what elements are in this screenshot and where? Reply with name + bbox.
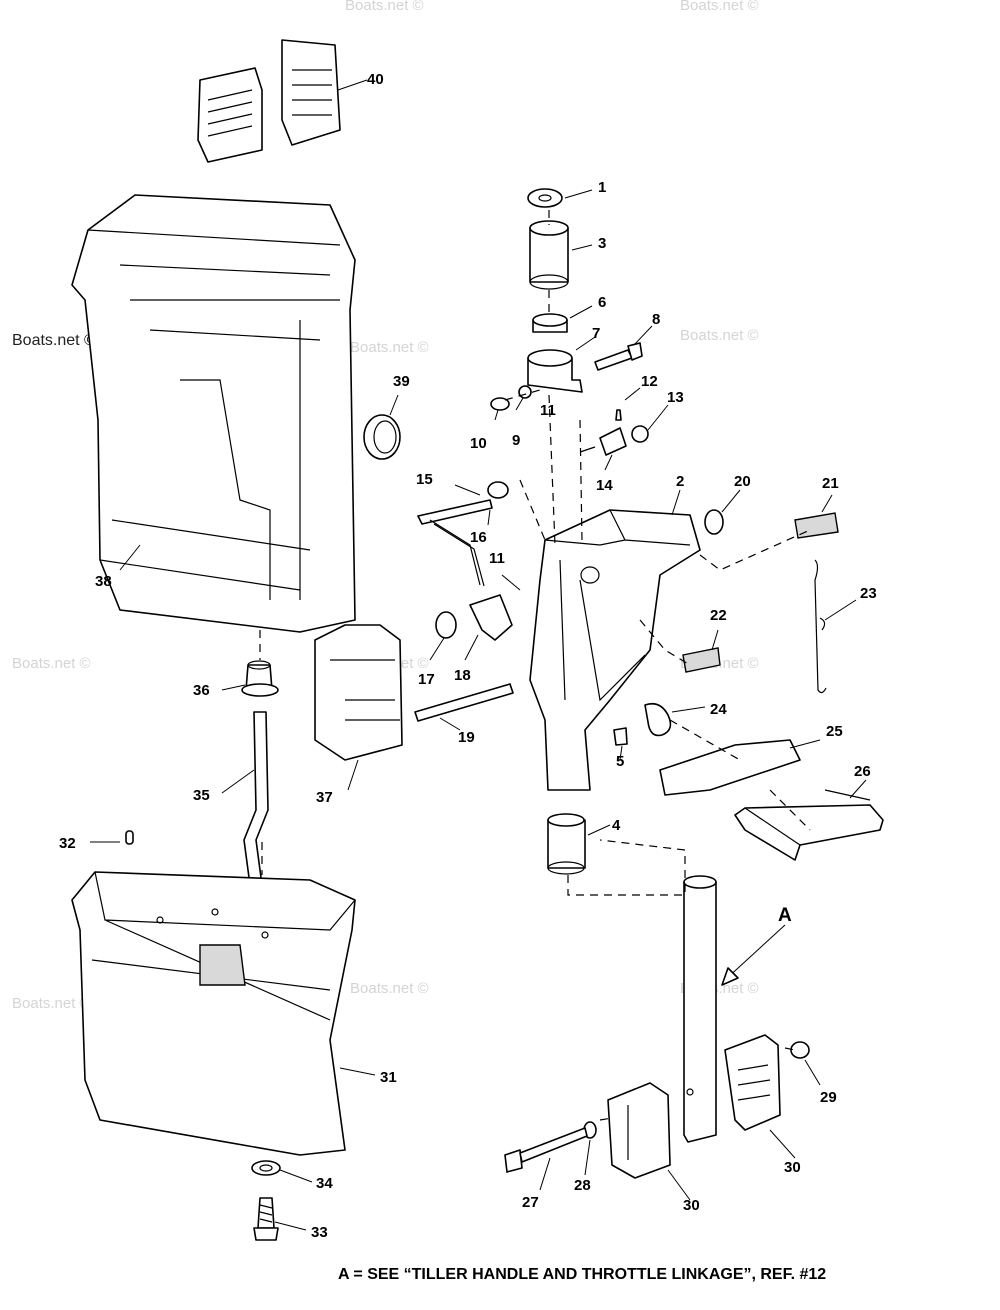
steering-shaft [683,875,717,1143]
callout-38: 38 [95,573,112,590]
callout-37: 37 [316,789,333,806]
callout-27: 27 [522,1194,539,1211]
callout-31: 31 [380,1069,397,1086]
callout-18: 18 [454,667,471,684]
part-39-plug [363,414,401,460]
callout-24: 24 [710,701,727,718]
part-31-exhaust-housing [71,871,356,1156]
part-25-plate [659,739,801,796]
part-3-bushing [529,220,569,290]
part-30-clamp-lower [607,1082,671,1179]
part-14-pivot [579,427,627,456]
part-38-driveshaft-housing [71,194,356,633]
callout-32: 32 [59,835,76,852]
part-29-nut [790,1041,810,1059]
callout-28: 28 [574,1177,591,1194]
callout-14: 14 [596,477,613,494]
part-1-nut [527,188,563,208]
callout-12: 12 [641,373,658,390]
callout-26: 26 [854,763,871,780]
callout-30a: 30 [784,1159,801,1176]
watermark: Boats.net © [350,980,429,997]
callout-39: 39 [393,373,410,390]
callout-7: 7 [592,325,600,342]
part-12-pin [615,409,622,421]
callout-23: 23 [860,585,877,602]
part-37-bracket [314,624,403,761]
watermark: Boats.net © [350,339,429,356]
callout-22: 22 [710,607,727,624]
callout-5: 5 [616,753,624,770]
callout-9: 9 [512,432,520,449]
watermark: Boats.net © [680,0,759,14]
callout-34: 34 [316,1175,333,1192]
callout-36: 36 [193,682,210,699]
callout-35: 35 [193,787,210,804]
part-15-rod [417,499,493,587]
callout-4: 4 [612,817,621,834]
part-40-covers [197,39,341,163]
part-16-bushing [487,481,509,499]
callout-11a: 11 [540,402,556,419]
part-27-bolt [504,1127,588,1173]
callout-3: 3 [598,235,606,252]
leader-lines [90,79,867,1231]
watermark: Boats.net © [345,0,424,14]
watermark: Boats.net © [12,995,91,1012]
callout-29: 29 [820,1089,837,1106]
callout-10: 10 [470,435,487,452]
callout-15: 15 [416,471,433,488]
part-34-washer-hole [259,1164,273,1172]
part-33-bolt [253,1197,279,1241]
part-32-pin [125,830,134,845]
part-9-washer [518,385,532,399]
callout-2: 2 [676,473,684,490]
callout-6: 6 [598,294,606,311]
callout-17: 17 [418,671,435,688]
part-13-cap [631,425,649,443]
part-10-washer [490,397,510,411]
part-26-tilt-lock [734,789,884,861]
callout-25: 25 [826,723,843,740]
callout-1: 1 [598,179,606,196]
part-35-water-tube [243,711,269,886]
part-5-screw [613,727,628,746]
watermark: Boats.net © [680,327,759,344]
callout-20: 20 [734,473,751,490]
arrowhead-A [721,967,739,986]
part-18-cam [469,594,513,641]
callout-33: 33 [311,1224,328,1241]
part-36-grommet [241,660,279,697]
callout-8: 8 [652,311,660,328]
part-4-bushing [547,813,586,875]
part-20-washer [704,509,724,535]
watermark: Boats.net © [12,655,91,672]
part-23-link [814,559,827,694]
part-2-swivel-bracket [529,509,701,791]
part-8-screw [594,342,643,371]
callout-16: 16 [470,529,487,546]
callout-A: A [778,905,792,926]
part-19-pin [414,683,514,722]
footer-reference-note: A = SEE “TILLER HANDLE AND THROTTLE LINK… [338,1266,827,1283]
callout-13: 13 [667,389,684,406]
part-24-spring [644,702,672,737]
callout-11b: 11 [489,550,505,567]
part-17-washer [435,611,457,639]
callout-40: 40 [367,71,384,88]
part-22-decal [682,647,721,673]
part-34-washer [251,1160,281,1176]
watermark-dark: Boats.net © [12,332,96,349]
part-30-clamp-upper [724,1034,781,1131]
part-6-ring [532,313,568,333]
part-7-clamp [527,349,583,393]
callout-19: 19 [458,729,475,746]
assembly-lines [259,210,811,1121]
callout-labels: 1 3 6 7 8 9 10 11 12 13 14 15 16 11 17 1… [59,71,877,1241]
callout-30b: 30 [683,1197,700,1214]
callout-21: 21 [822,475,839,492]
